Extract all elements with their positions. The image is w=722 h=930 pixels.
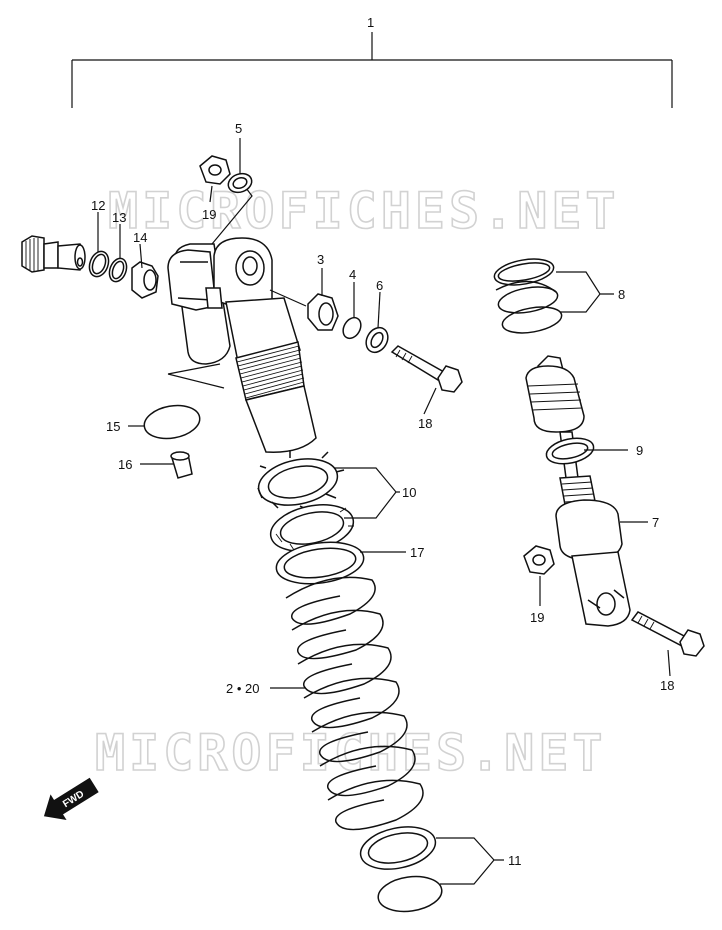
callout-10: 10 xyxy=(402,485,416,500)
callout-14: 14 xyxy=(133,230,147,245)
nut-19-lower xyxy=(523,545,555,575)
washer-5 xyxy=(227,172,253,194)
callout-9: 9 xyxy=(636,443,643,458)
washer-13 xyxy=(108,257,128,283)
callout-5: 5 xyxy=(235,121,242,136)
nut-19-top xyxy=(199,155,231,185)
callout-6: 6 xyxy=(376,278,383,293)
lock-nut-10-lower xyxy=(269,504,355,553)
callout-4: 4 xyxy=(349,267,356,282)
o-ring-11 xyxy=(377,875,443,913)
callout-2-20: 2 • 20 xyxy=(226,681,259,696)
callout-3: 3 xyxy=(317,252,324,267)
bolt-18-lower xyxy=(630,611,705,657)
callout-15: 15 xyxy=(106,419,120,434)
spring-retainer-17 xyxy=(275,541,365,585)
watermark-bottom: MICROFICHES.NET xyxy=(95,724,607,782)
coil-spring-2 xyxy=(285,576,424,831)
o-ring-12 xyxy=(88,250,110,278)
bushing-14 xyxy=(131,261,159,299)
washer-6 xyxy=(365,326,389,354)
watermark-top: MICROFICHES.NET xyxy=(108,182,620,240)
adjuster-knob xyxy=(21,235,86,273)
fwd-arrow: FWD xyxy=(43,777,99,820)
callout-1: 1 xyxy=(367,15,374,30)
callout-11: 11 xyxy=(508,853,522,868)
o-ring-4 xyxy=(342,316,362,340)
part-12-13-14-group xyxy=(21,235,159,299)
shock-body xyxy=(167,237,317,453)
callout-12: 12 xyxy=(91,198,105,213)
callout-17: 17 xyxy=(410,545,424,560)
assembly-bracket xyxy=(71,32,673,108)
callout-16: 16 xyxy=(118,457,132,472)
callout-13: 13 xyxy=(112,210,126,225)
callout-18-upper: 18 xyxy=(418,416,432,431)
spring-seat-11 xyxy=(359,826,437,870)
bolt-18-upper xyxy=(390,345,463,393)
ring-9 xyxy=(545,437,595,465)
cap-16 xyxy=(170,451,193,479)
lock-nut-10-upper xyxy=(257,450,345,511)
leader-lines xyxy=(97,138,671,885)
bump-stop-8 xyxy=(493,258,563,334)
damper-rod-7 xyxy=(525,355,631,627)
callout-7: 7 xyxy=(652,515,659,530)
callout-8: 8 xyxy=(618,287,625,302)
callout-18-lower: 18 xyxy=(660,678,674,693)
bushing-3 xyxy=(307,293,339,331)
callout-19-top: 19 xyxy=(202,207,216,222)
callout-labels: 1 5 19 12 13 14 3 4 6 18 15 16 8 9 10 7 … xyxy=(91,15,674,868)
callout-19-lower: 19 xyxy=(530,610,544,625)
o-ring-15 xyxy=(143,404,201,440)
